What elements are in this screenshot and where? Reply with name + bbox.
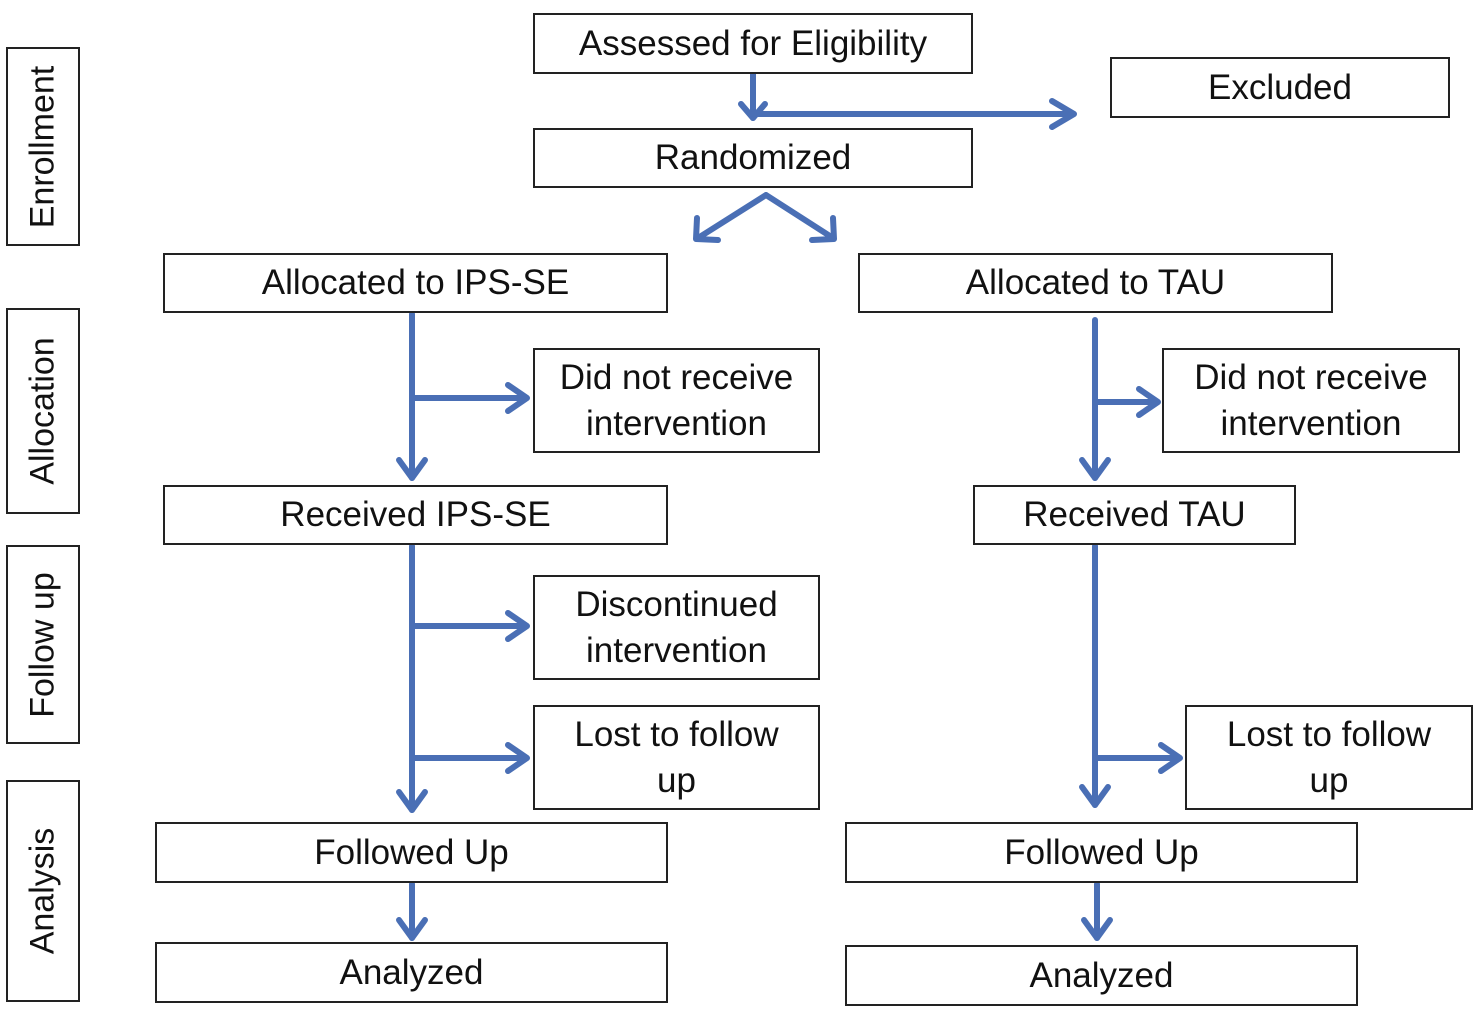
box-right-allocated-text: Allocated to TAU xyxy=(965,263,1226,302)
box-left-discontinued-line1: Discontinued xyxy=(575,584,778,624)
box-left-lost-line2: up xyxy=(657,760,696,800)
phase-label-analysis-text: Analysis xyxy=(23,827,62,955)
arrowhead-excluded xyxy=(1049,98,1077,130)
box-right-lost: Lost to follow up xyxy=(1185,705,1473,810)
arrowhead-right-analyzed xyxy=(1081,917,1113,941)
arrowhead-left-did-not-receive xyxy=(505,382,530,414)
box-assessed-text: Assessed for Eligibility xyxy=(578,23,928,63)
phase-label-allocation-text: Allocation xyxy=(23,337,62,485)
phase-label-analysis: Analysis xyxy=(6,780,80,1002)
arrowhead-right-followed xyxy=(1079,784,1111,808)
arrowhead-left-lost xyxy=(505,742,530,774)
box-left-did-not-receive: Did not receive intervention xyxy=(533,348,820,453)
arrowhead-left-received xyxy=(396,457,428,481)
box-right-allocated: Allocated to TAU xyxy=(858,253,1333,313)
box-right-lost-line2: up xyxy=(1309,760,1349,800)
phase-label-allocation: Allocation xyxy=(6,308,80,514)
box-right-did-not-receive: Did not receive intervention xyxy=(1162,348,1460,453)
box-excluded: Excluded xyxy=(1110,57,1450,118)
arrowhead-left-analyzed xyxy=(396,917,428,941)
arrowhead-right-did-not-receive xyxy=(1136,386,1161,418)
arrowhead-randomized xyxy=(738,101,768,121)
box-randomized-text: Randomized xyxy=(654,138,852,177)
phase-label-enrollment: Enrollment xyxy=(6,47,80,246)
box-left-did-not-receive-line2: intervention xyxy=(586,403,767,443)
box-right-lost-line1: Lost to follow xyxy=(1226,714,1432,754)
arrowhead-right-lost xyxy=(1158,742,1183,774)
box-right-did-not-receive-line2: intervention xyxy=(1220,403,1402,443)
box-left-did-not-receive-line1: Did not receive xyxy=(559,357,794,397)
box-left-discontinued: Discontinued intervention xyxy=(533,575,820,680)
box-right-analyzed-text: Analyzed xyxy=(1029,955,1174,995)
box-right-followed-up: Followed Up xyxy=(845,822,1358,883)
phase-label-follow-up-text: Follow up xyxy=(23,571,62,718)
box-left-received: Received IPS-SE xyxy=(163,485,668,545)
box-left-lost: Lost to follow up xyxy=(533,705,820,810)
arrowhead-left-followed xyxy=(396,789,428,813)
box-left-analyzed-text: Analyzed xyxy=(339,952,484,992)
box-right-followed-up-text: Followed Up xyxy=(1004,832,1199,872)
box-left-analyzed: Analyzed xyxy=(155,942,668,1003)
box-randomized: Randomized xyxy=(533,128,973,188)
box-left-followed-up-text: Followed Up xyxy=(314,832,509,872)
box-assessed-for-eligibility: Assessed for Eligibility xyxy=(533,13,973,74)
arrowhead-split-right xyxy=(809,215,837,243)
box-left-lost-line1: Lost to follow xyxy=(574,714,779,754)
arrowhead-left-discontinued xyxy=(505,610,530,642)
box-right-analyzed: Analyzed xyxy=(845,945,1358,1006)
box-left-followed-up: Followed Up xyxy=(155,822,668,883)
phase-label-enrollment-text: Enrollment xyxy=(23,65,62,228)
arrowhead-right-received xyxy=(1079,457,1111,481)
arrow-split-left xyxy=(695,192,769,241)
phase-label-follow-up: Follow up xyxy=(6,545,80,744)
arrow-split-right xyxy=(763,192,836,241)
box-left-allocated: Allocated to IPS-SE xyxy=(163,253,668,313)
box-right-received: Received TAU xyxy=(973,485,1296,545)
box-right-did-not-receive-line1: Did not receive xyxy=(1194,357,1428,397)
box-left-received-text: Received IPS-SE xyxy=(280,495,551,534)
box-right-received-text: Received TAU xyxy=(1023,495,1246,534)
box-excluded-text: Excluded xyxy=(1208,67,1352,107)
box-left-discontinued-line2: intervention xyxy=(586,630,767,670)
box-left-allocated-text: Allocated to IPS-SE xyxy=(261,263,570,302)
arrowhead-split-left xyxy=(693,215,721,243)
